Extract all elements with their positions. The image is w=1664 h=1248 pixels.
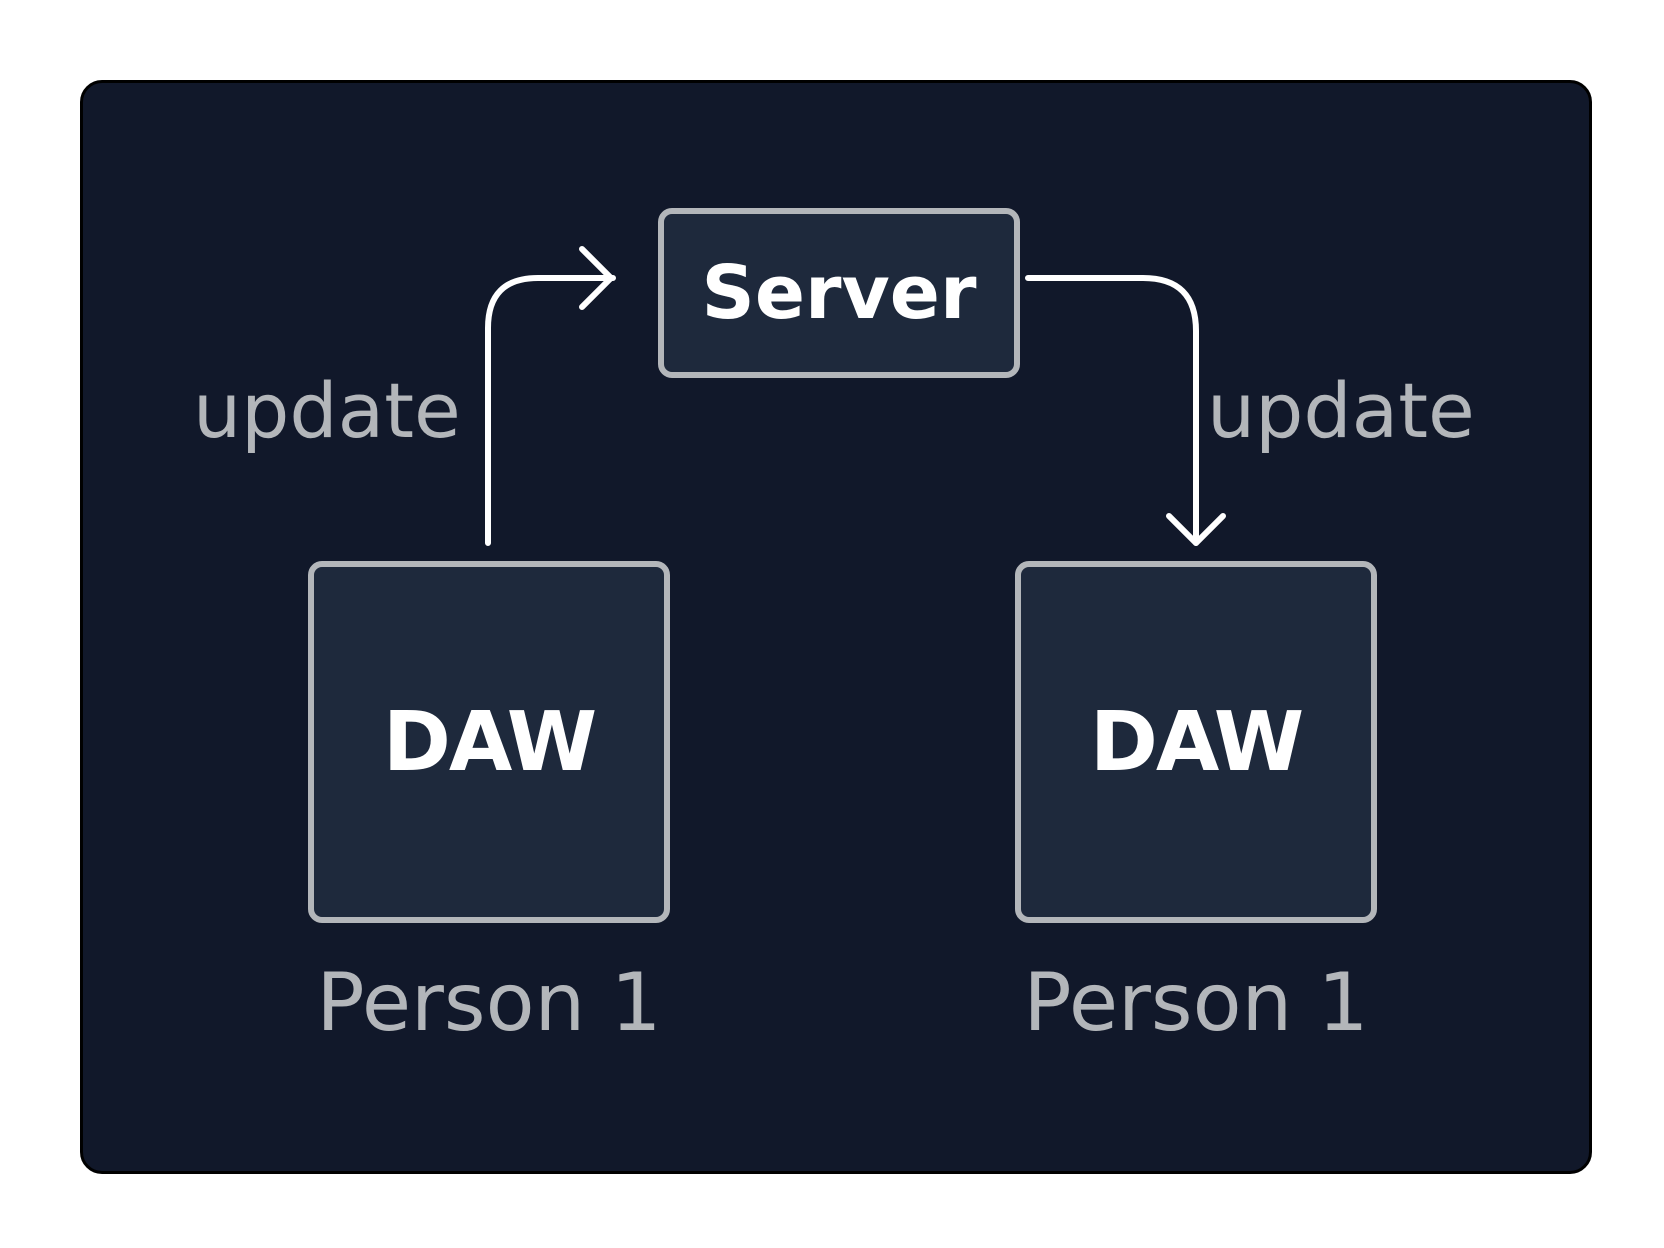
person-caption-right: Person 1: [1023, 956, 1369, 1049]
daw-left-label: DAW: [382, 694, 597, 790]
daw-node-left: DAW: [308, 561, 670, 923]
edge-server-to-daw-right: [1025, 275, 1199, 546]
arrowhead-server-icon: [579, 246, 614, 310]
arrowhead-daw-right-icon: [1166, 513, 1226, 546]
edge-label-left: update: [193, 366, 461, 455]
daw-node-right: DAW: [1015, 561, 1377, 923]
diagram-canvas: Server update update DAW DAW Person 1 Pe…: [80, 80, 1592, 1174]
edges-layer: [485, 246, 1226, 546]
daw-right-label: DAW: [1089, 694, 1304, 790]
server-node: Server: [658, 208, 1020, 378]
person-caption-left: Person 1: [316, 956, 662, 1049]
edge-label-right: update: [1207, 366, 1475, 455]
edge-daw-left-to-server: [485, 275, 616, 546]
server-label: Server: [701, 250, 977, 336]
